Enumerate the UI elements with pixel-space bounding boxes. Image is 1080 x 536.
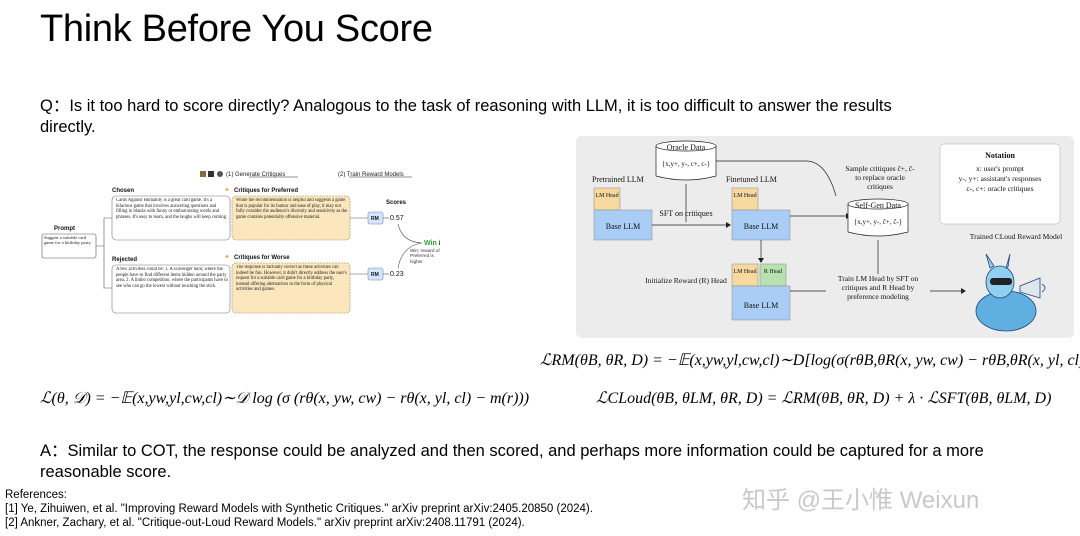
finetuned-llm-label: Finetuned LLM [726, 175, 777, 184]
rejected-response-box [111, 264, 231, 314]
worse-critique-box [231, 262, 351, 314]
pretrained-llm-label: Pretrained LLM [592, 175, 644, 184]
rm-label: RM [371, 216, 379, 222]
base-llm-label: Base LLM [606, 222, 640, 231]
reference-item: [2] Ankner, Zachary, et al. "Critique-ou… [5, 517, 525, 529]
r-head-label: R Head [764, 269, 782, 275]
reference-item: [1] Ye, Zihuiwen, et al. "Improving Rewa… [5, 503, 593, 515]
trained-model-label: Trained CLoud Reward Model [969, 232, 1063, 241]
notation-title: Notation [985, 151, 1015, 160]
base-llm-label: Base LLM [744, 301, 778, 310]
references: References: [1] Ye, Zihuiwen, et al. "Im… [5, 488, 593, 530]
oracle-data-cylinder: Oracle Data {x,y+, y-, c+, c-} [655, 140, 717, 181]
step1-label: (1) Generate Critiques [226, 172, 285, 178]
self-gen-data-label: Self-Gen Data [855, 201, 901, 210]
win-loss-label: Win / loss [424, 240, 440, 247]
sparkle-icon: ✦ [224, 253, 230, 261]
base-llm-label: Base LLM [744, 222, 778, 231]
model-icon-3 [217, 171, 223, 177]
cloud-loss-equation: ℒCLoud(θB, θLM, θR, D) = ℒRM(θB, θR, D) … [596, 390, 1052, 407]
chosen-label: Chosen [112, 188, 134, 194]
critique-preferred-label: Critiques for Preferred [234, 188, 298, 194]
lm-head-label: LM Head [595, 193, 618, 199]
cloud-model-with-r-head: LM Head R Head Base LLM [731, 263, 791, 321]
model-icon-1 [200, 171, 206, 177]
watermark: 知乎 @王小惟 Weixun [742, 487, 980, 514]
notation-box: Notation x: user's prompt y-, y+: assist… [939, 143, 1061, 225]
finetuned-llm-model: LM Head Base LLM [731, 187, 791, 241]
train-text: Train LM Head by SFT on critiques and R … [826, 274, 930, 301]
sft-label: SFT on critiques [659, 209, 712, 218]
notation-line: y-, y+: assistant's responses [958, 174, 1042, 183]
preferred-critique-box [231, 195, 351, 241]
score-bottom: 0.23 [390, 271, 404, 278]
lm-head-label: LM Head [733, 193, 756, 199]
cloud-rm-figure: Oracle Data {x,y+, y-, c+, c-} Pretraine… [576, 136, 1074, 338]
sparkle-icon: ✦ [224, 186, 230, 194]
figure1-header: (1) Generate Critiques (2) Train Reward … [200, 171, 412, 178]
rejected-label: Rejected [112, 257, 137, 263]
rejected-response-text: A few activities could be: 1. A scavenge… [116, 267, 228, 289]
scores-label: Scores [386, 200, 407, 206]
init-head-text: Initialize Reward (R) Head [645, 276, 727, 285]
chosen-response-text: Cards Against Humanity is a great card g… [116, 198, 228, 220]
pretrained-llm-model: LM Head Base LLM [593, 187, 653, 241]
step2-label: (2) Train Reward Models [338, 172, 404, 178]
references-heading: References: [5, 489, 68, 501]
slide-title: Think Before You Score [40, 8, 433, 50]
win-note: Win: reward of Preferred is higher [410, 248, 440, 264]
notation-line: x: user's prompt [975, 164, 1024, 173]
preferred-critique-text: While the recommendation is helpful and … [236, 198, 348, 220]
rm-label: RM [371, 272, 379, 278]
rm-loss-equation: ℒRM(θB, θR, D) = −𝔼(x,yw,yl,cw,cl)∼D[log… [540, 352, 1080, 369]
question-text: Q：Is it too hard to score directly? Anal… [40, 97, 892, 136]
score-top: 0.57 [390, 215, 404, 222]
self-gen-tuple: {x,y+, y-, ĉ+, ĉ-} [854, 218, 902, 226]
model-icon-2 [208, 171, 214, 177]
critique-worse-label: Critiques for Worse [234, 255, 290, 261]
llama-mascot-icon [975, 253, 1046, 332]
lm-head-label: LM Head [733, 269, 756, 275]
notation-line: c-, c+: oracle critiques [966, 184, 1034, 193]
answer-text: A：Similar to COT, the response could be … [40, 442, 984, 481]
sample-critiques-text: Sample critiques ĉ+, ĉ- to replace oracl… [845, 164, 915, 191]
oracle-data-label: Oracle Data [667, 143, 706, 152]
worse-critique-text: The response is factually correct as the… [236, 265, 347, 292]
prompt-label: Prompt [54, 226, 75, 232]
synthetic-critiques-figure: (1) Generate Critiques (2) Train Reward … [41, 171, 440, 314]
prompt-text: Suggest a suitable card game for a birth… [44, 235, 92, 246]
margin-loss-equation: ℒ(θ, 𝒟) = −𝔼(x,yw,yl,cw,cl)∼𝒟 log (σ (rθ… [40, 390, 530, 407]
oracle-tuple: {x,y+, y-, c+, c-} [662, 160, 710, 168]
self-gen-data-cylinder: Self-Gen Data {x,y+, y-, ĉ+, ĉ-} [847, 198, 909, 237]
